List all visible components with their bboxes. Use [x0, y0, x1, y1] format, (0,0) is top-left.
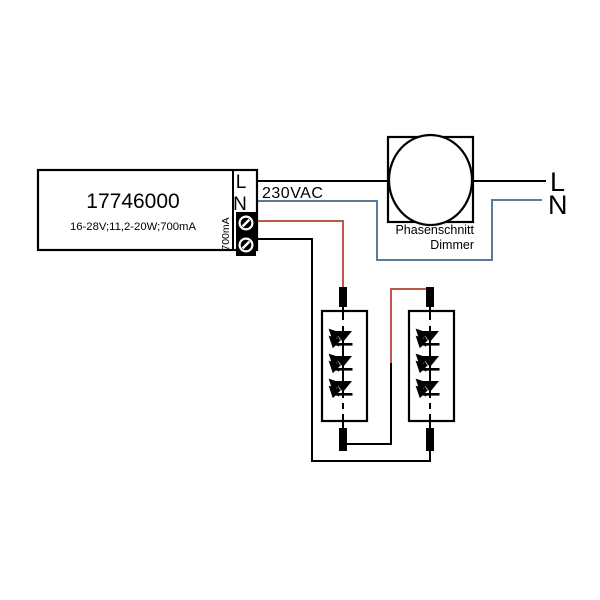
driver-rating: 16-28V;11,2-20W;700mA: [70, 221, 196, 233]
screw-slot: [241, 218, 251, 228]
dimmer-label-line1: Phasenschnitt: [395, 223, 474, 237]
neutral-wire: [256, 199, 542, 261]
led-module-2: [409, 287, 454, 451]
led-plus-wire: [256, 220, 344, 289]
series-link-wire-red: [390, 288, 427, 363]
dimmer-knob-icon: [387, 133, 474, 227]
driver-terminal-n-label: N: [233, 194, 247, 215]
mains-voltage-label: 230VAC: [262, 185, 323, 202]
dimmer-label-line2: Dimmer: [430, 238, 474, 252]
screw-slot: [241, 240, 251, 250]
phase-cut-dimmer: Phasenschnitt Dimmer: [386, 133, 475, 252]
screw-terminal-bottom: [236, 234, 256, 256]
led-module-1: [322, 287, 367, 451]
driver-output-current-label: 700mA: [220, 217, 232, 250]
led-driver-box: [36, 168, 259, 252]
return-wire: [256, 238, 431, 462]
mains-l-label: L: [550, 167, 565, 197]
driver-terminal-l-label: L: [236, 172, 247, 193]
screw-terminal-top: [236, 212, 256, 234]
series-link-wire-black: [343, 363, 392, 445]
mains-n-label: N: [548, 190, 568, 220]
driver-model: 17746000: [86, 190, 179, 213]
led-driver: 17746000 16-28V;11,2-20W;700mA L N 700mA: [36, 168, 259, 256]
